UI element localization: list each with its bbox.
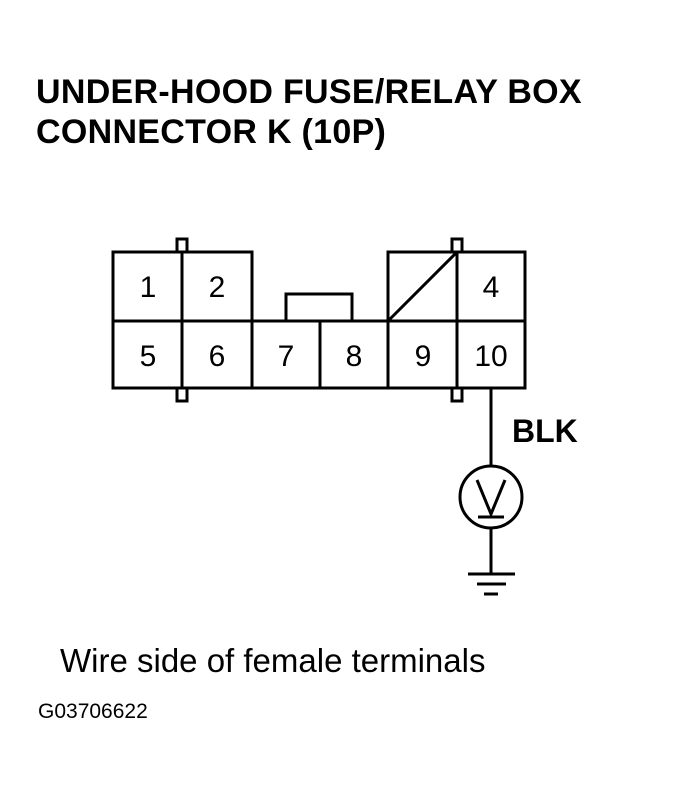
title-line-1: UNDER-HOOD FUSE/RELAY BOX bbox=[36, 73, 582, 111]
pin-8: 8 bbox=[346, 340, 363, 373]
pin-4: 4 bbox=[483, 271, 500, 304]
pin-10: 10 bbox=[474, 340, 507, 373]
ground-icon bbox=[468, 572, 515, 596]
pin-5: 5 bbox=[140, 340, 157, 373]
pin-7: 7 bbox=[278, 340, 295, 373]
locking-tab bbox=[284, 292, 354, 323]
caption: Wire side of female terminals bbox=[60, 642, 486, 679]
pin-6: 6 bbox=[209, 340, 226, 373]
pin-2: 2 bbox=[209, 271, 226, 304]
key-notch bbox=[175, 237, 189, 254]
key-notch bbox=[450, 237, 464, 254]
figure-id: G03706622 bbox=[38, 700, 148, 723]
wire-color-label: BLK bbox=[512, 413, 578, 449]
key-notch bbox=[175, 386, 189, 403]
empty-cavity-slash bbox=[386, 250, 459, 323]
title-line-2: CONNECTOR K (10P) bbox=[36, 113, 387, 151]
connector-outline bbox=[111, 250, 527, 390]
diagram-title: UNDER-HOOD FUSE/RELAY BOX CONNECTOR K (1… bbox=[36, 72, 582, 152]
pin-9: 9 bbox=[415, 340, 432, 373]
voltmeter-icon bbox=[458, 464, 524, 530]
key-notch bbox=[450, 386, 464, 403]
pin-1: 1 bbox=[140, 271, 157, 304]
voltmeter-symbol bbox=[475, 479, 507, 518]
